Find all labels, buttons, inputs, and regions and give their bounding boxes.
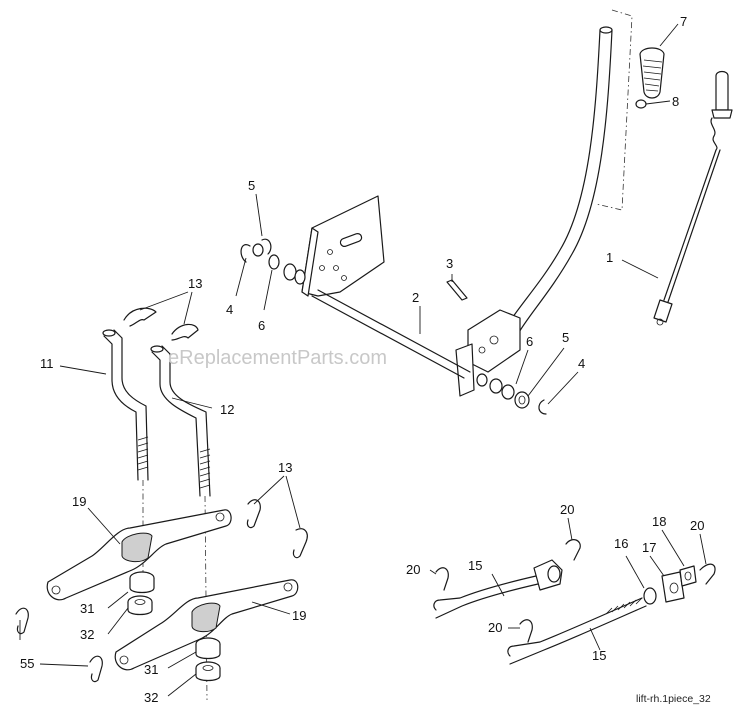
bushing-set-upper — [127, 571, 155, 616]
callout-3: 3 — [446, 256, 453, 271]
hairpin-clips-mid — [246, 499, 308, 559]
lift-handle — [455, 26, 613, 397]
left-shaft-hardware — [240, 238, 280, 270]
right-shaft-hardware — [476, 373, 547, 415]
callout-13b: 13 — [278, 460, 292, 475]
callout-32b: 32 — [144, 690, 158, 705]
callout-6b: 6 — [526, 334, 533, 349]
callout-8: 8 — [672, 94, 679, 109]
callout-20d: 20 — [690, 518, 704, 533]
hairpin-clips-20 — [435, 539, 716, 643]
lift-link-right — [150, 345, 211, 497]
rod-hardware — [643, 565, 697, 605]
callout-15a: 15 — [468, 558, 482, 573]
callout-6: 6 — [258, 318, 265, 333]
callout-19b: 19 — [292, 608, 306, 623]
grip-button — [635, 99, 647, 109]
handle-grip — [639, 47, 665, 99]
adjustment-rod — [653, 70, 733, 326]
callout-18: 18 — [652, 514, 666, 529]
callout-19: 19 — [72, 494, 86, 509]
callout-20c: 20 — [488, 620, 502, 635]
callout-13: 13 — [188, 276, 202, 291]
callout-20a: 20 — [560, 502, 574, 517]
rod-upper — [433, 559, 563, 619]
callout-20b: 20 — [406, 562, 420, 577]
callout-4b: 4 — [578, 356, 585, 371]
callout-1: 1 — [606, 250, 613, 265]
callout-32: 32 — [80, 627, 94, 642]
callout-16: 16 — [614, 536, 628, 551]
lift-link-left — [102, 329, 149, 481]
callout-labels: 7 8 1 5 4 6 3 2 6 5 4 13 11 12 13 19 19 … — [20, 14, 704, 705]
callout-7: 7 — [680, 14, 687, 29]
cross-shaft — [283, 263, 471, 379]
callout-31b: 31 — [144, 662, 158, 677]
lift-bracket-plate — [301, 195, 385, 297]
callout-4: 4 — [226, 302, 233, 317]
callout-15b: 15 — [592, 648, 606, 663]
callout-12: 12 — [220, 402, 234, 417]
callout-5b: 5 — [562, 330, 569, 345]
lift-arm-upper — [46, 509, 232, 601]
callout-31: 31 — [80, 601, 94, 616]
bushing-set-lower — [195, 637, 221, 682]
watermark: eReplacementParts.com — [168, 347, 387, 369]
clevis-pin — [446, 279, 468, 301]
callout-17: 17 — [642, 540, 656, 555]
callout-5: 5 — [248, 178, 255, 193]
rod-lower — [507, 597, 647, 665]
hairpin-clips-top — [123, 307, 199, 341]
leader-lines — [19, 23, 707, 697]
grip-phantom-outline — [595, 9, 633, 211]
callout-2: 2 — [412, 290, 419, 305]
callout-11: 11 — [40, 356, 54, 371]
callout-55: 55 — [20, 656, 34, 671]
diagram-reference: lift-rh.1piece_32 — [636, 693, 711, 705]
hairpin-clips-55 — [15, 607, 103, 683]
